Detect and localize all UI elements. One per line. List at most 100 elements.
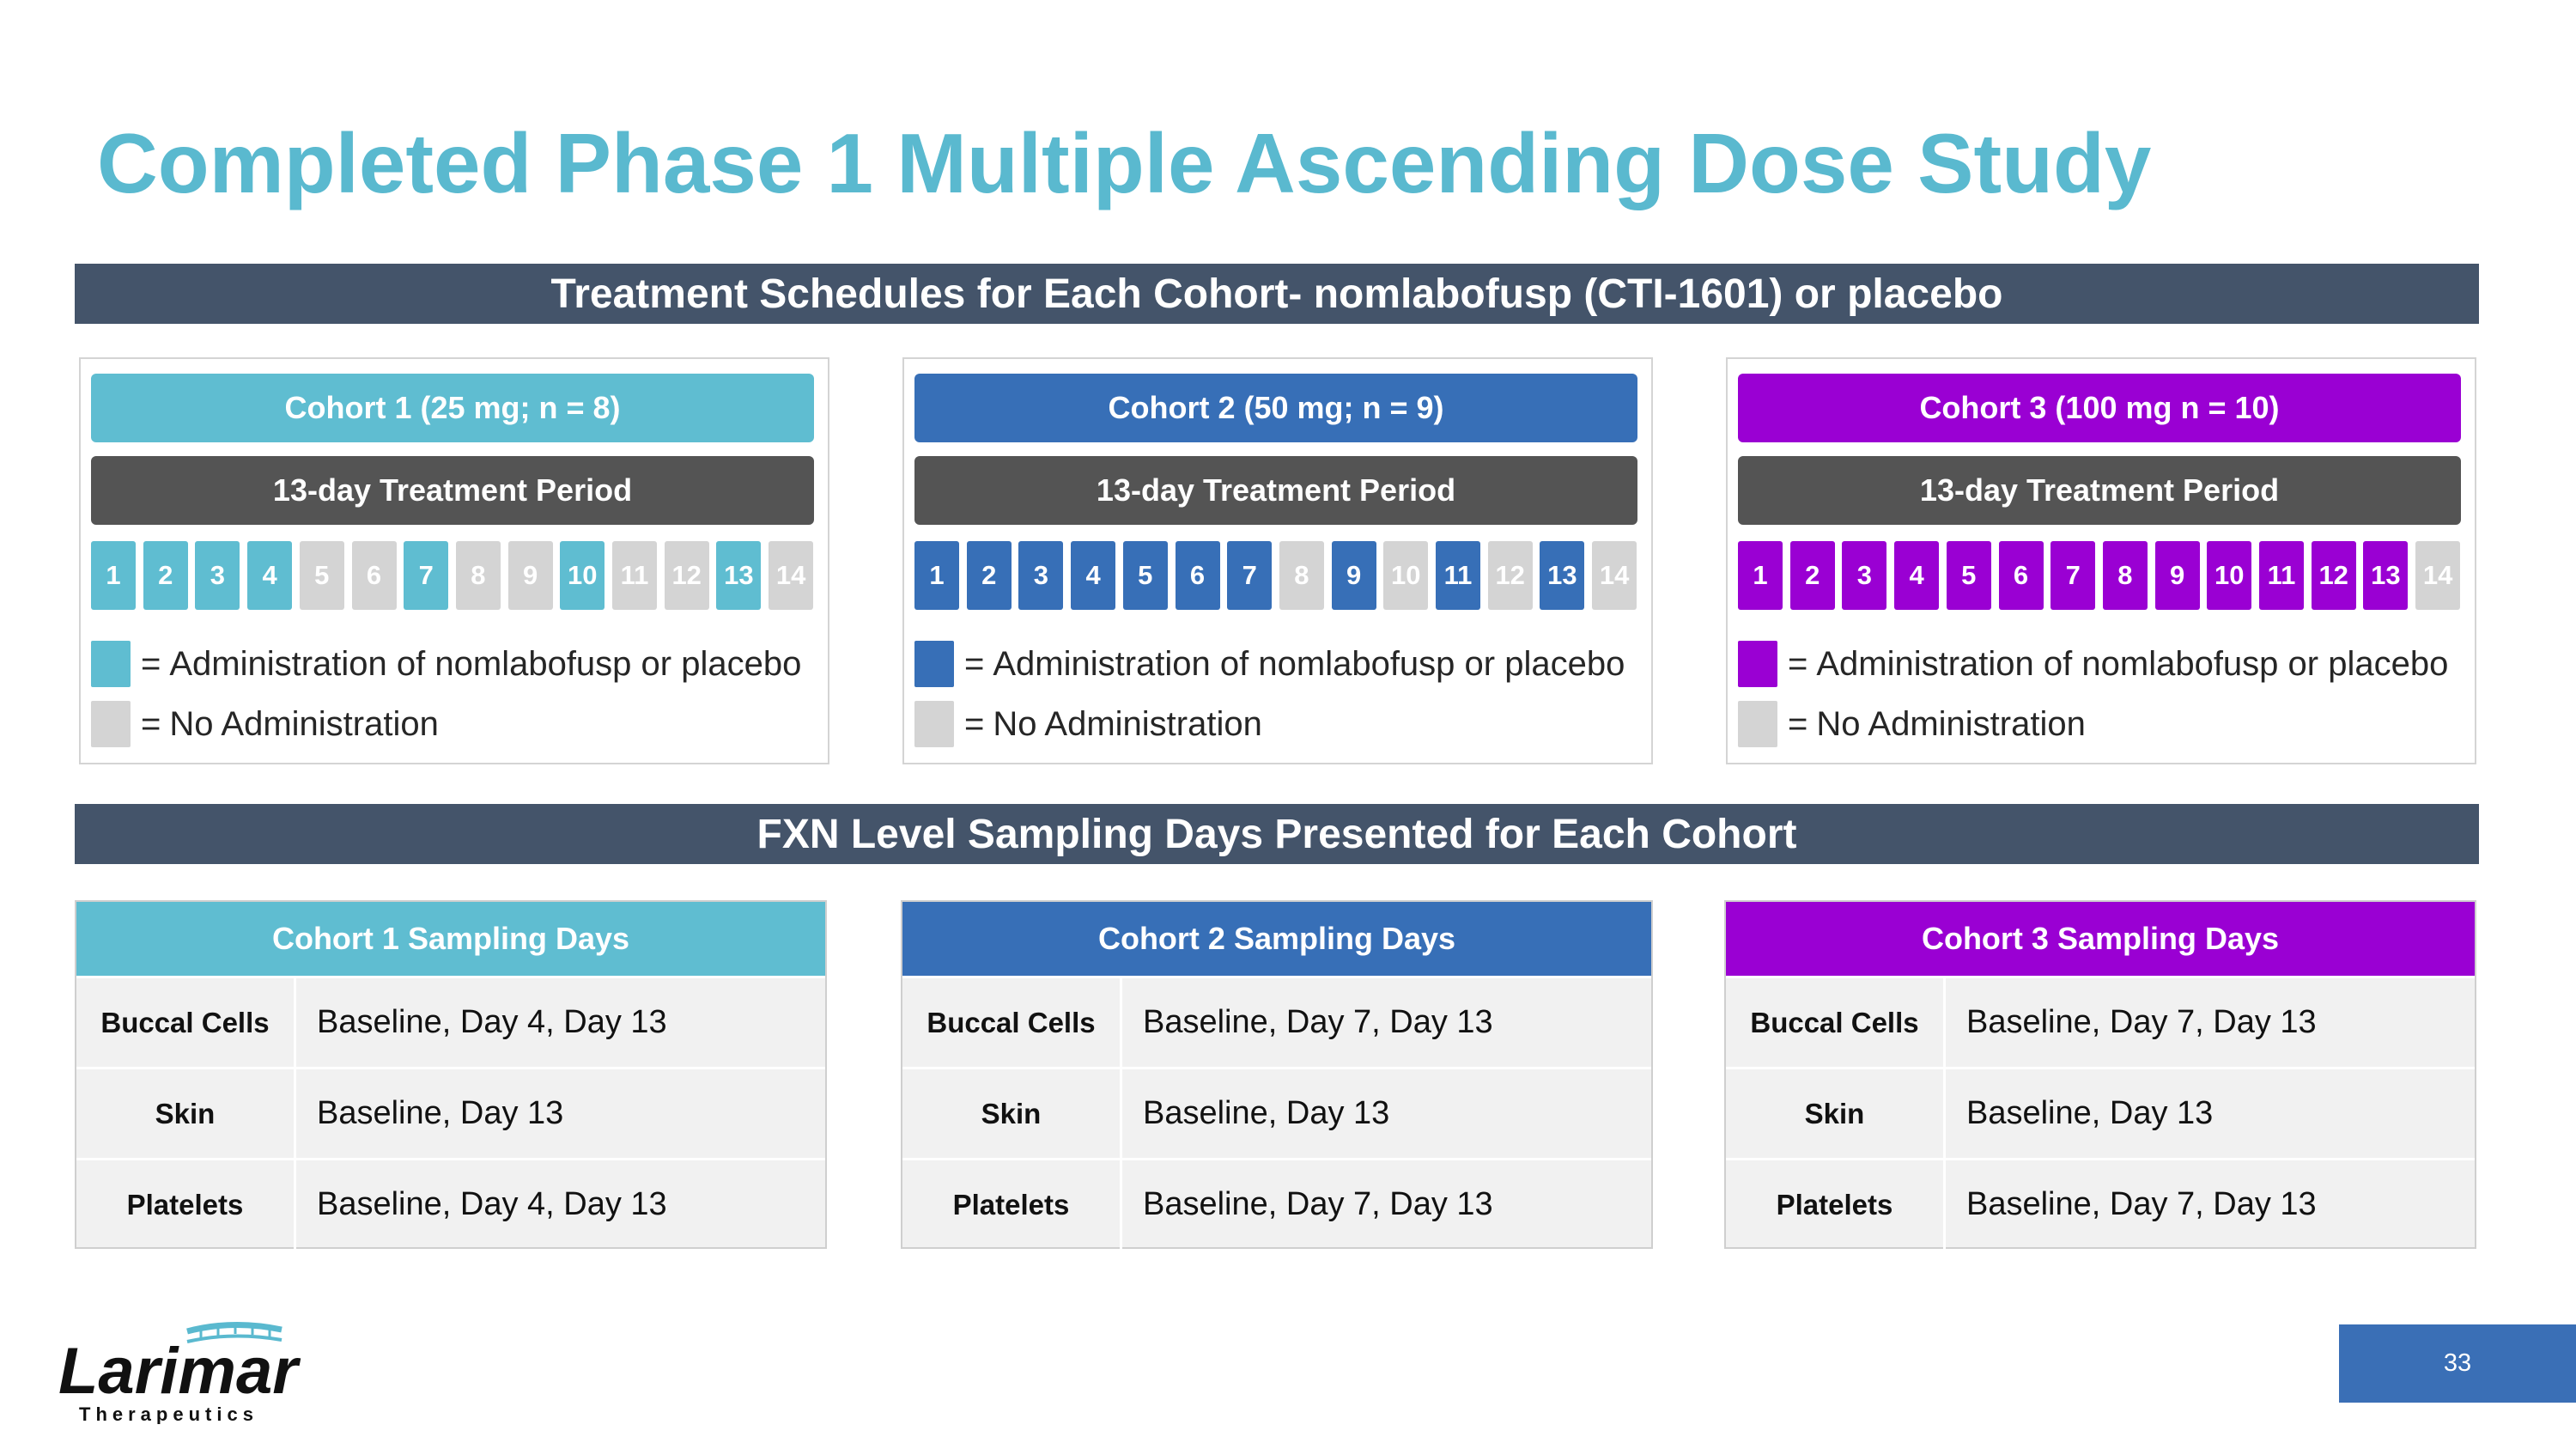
table-row: Platelets Baseline, Day 7, Day 13 [902,1158,1651,1249]
no-admin-swatch [1738,701,1777,747]
equals-sign: = [964,704,985,743]
cohort-2-sampling-table: Cohort 2 Sampling Days Buccal Cells Base… [901,900,1653,1249]
cohort-1-panel: Cohort 1 (25 mg; n = 8) 13-day Treatment… [79,357,829,764]
day-cell-4: 4 [247,541,293,610]
table-row: Platelets Baseline, Day 4, Day 13 [76,1158,825,1249]
legend-no-admin-label: No Administration [1816,704,2086,743]
day-cell-4: 4 [1894,541,1940,610]
legend-no-admin: = No Administration [91,701,439,747]
sample-type-label: Buccal Cells [902,978,1122,1067]
day-cell-2: 2 [1789,541,1835,610]
sample-type-label: Skin [1726,1069,1946,1158]
sampling-table-header: Cohort 1 Sampling Days [76,902,825,976]
sample-days-value: Baseline, Day 7, Day 13 [1143,1004,1493,1040]
table-row: Platelets Baseline, Day 7, Day 13 [1726,1158,2475,1249]
sample-days-value: Baseline, Day 4, Day 13 [317,1186,667,1222]
equals-sign: = [141,704,161,743]
day-cell-12: 12 [1487,541,1533,610]
day-cell-13: 13 [2363,541,2409,610]
day-cell-3: 3 [1842,541,1887,610]
admin-swatch [1738,641,1777,687]
day-cell-14: 14 [2415,541,2461,610]
legend-admin: = Administration of nomlabofusp or place… [1738,641,2448,687]
legend-admin: = Administration of nomlabofusp or place… [91,641,801,687]
sample-type-label: Buccal Cells [1726,978,1946,1067]
equals-sign: = [141,644,161,683]
equals-sign: = [964,644,985,683]
day-cell-7: 7 [404,541,449,610]
day-cell-14: 14 [1592,541,1637,610]
no-admin-swatch [914,701,954,747]
cohort-3-header: Cohort 3 (100 mg n = 10) [1738,374,2461,442]
admin-swatch [914,641,954,687]
equals-sign: = [1788,644,1808,683]
table-row: Buccal Cells Baseline, Day 7, Day 13 [902,976,1651,1067]
day-cell-6: 6 [1175,541,1220,610]
cohort-1-header: Cohort 1 (25 mg; n = 8) [91,374,814,442]
day-cell-2: 2 [143,541,188,610]
table-row: Skin Baseline, Day 13 [1726,1067,2475,1158]
day-cell-6: 6 [351,541,397,610]
treatment-period-header: 13-day Treatment Period [91,456,814,525]
sampling-table-header: Cohort 3 Sampling Days [1726,902,2475,976]
day-cell-10: 10 [1383,541,1429,610]
day-cell-10: 10 [2207,541,2252,610]
day-cell-12: 12 [2311,541,2356,610]
day-cell-9: 9 [507,541,553,610]
legend-admin: = Administration of nomlabofusp or place… [914,641,1625,687]
treatment-schedules-header: Treatment Schedules for Each Cohort- nom… [75,264,2479,324]
day-cell-8: 8 [455,541,501,610]
day-cell-1: 1 [914,541,959,610]
sample-days-value: Baseline, Day 4, Day 13 [317,1004,667,1040]
day-cell-9: 9 [2154,541,2200,610]
sample-type-label: Platelets [902,1160,1122,1249]
legend-no-admin-label: No Administration [169,704,439,743]
svg-text:Larimar: Larimar [58,1335,301,1408]
cohort-2-panel: Cohort 2 (50 mg; n = 9) 13-day Treatment… [902,357,1653,764]
day-cell-1: 1 [91,541,136,610]
day-cell-3: 3 [1018,541,1064,610]
day-cell-11: 11 [612,541,657,610]
sample-days-value: Baseline, Day 7, Day 13 [1966,1186,2317,1222]
legend-no-admin: = No Administration [1738,701,2086,747]
company-logo: Larimar Therapeutics [57,1321,314,1425]
day-cell-13: 13 [716,541,762,610]
no-admin-swatch [91,701,131,747]
day-cell-14: 14 [769,541,814,610]
day-cell-12: 12 [664,541,709,610]
sampling-table-header: Cohort 2 Sampling Days [902,902,1651,976]
cohort-1-sampling-table: Cohort 1 Sampling Days Buccal Cells Base… [75,900,827,1249]
equals-sign: = [1788,704,1808,743]
sample-type-label: Skin [76,1069,296,1158]
table-row: Skin Baseline, Day 13 [76,1067,825,1158]
sampling-days-header: FXN Level Sampling Days Presented for Ea… [75,804,2479,864]
treatment-period-header: 13-day Treatment Period [1738,456,2461,525]
sample-type-label: Platelets [1726,1160,1946,1249]
day-cell-5: 5 [1946,541,1991,610]
table-row: Buccal Cells Baseline, Day 4, Day 13 [76,976,825,1067]
sample-days-value: Baseline, Day 7, Day 13 [1143,1186,1493,1222]
sample-days-value: Baseline, Day 13 [1143,1095,1390,1131]
table-row: Skin Baseline, Day 13 [902,1067,1651,1158]
legend-admin-label: Administration of nomlabofusp or placebo [993,644,1625,683]
page-title: Completed Phase 1 Multiple Ascending Dos… [97,116,2152,210]
day-cell-11: 11 [1436,541,1480,610]
sample-days-value: Baseline, Day 13 [1966,1095,2214,1131]
day-cell-11: 11 [2259,541,2304,610]
table-row: Buccal Cells Baseline, Day 7, Day 13 [1726,976,2475,1067]
legend-no-admin: = No Administration [914,701,1262,747]
day-cell-1: 1 [1738,541,1783,610]
sample-days-value: Baseline, Day 13 [317,1095,564,1131]
sample-type-label: Platelets [76,1160,296,1249]
page-number: 33 [2339,1324,2576,1403]
svg-text:Therapeutics: Therapeutics [79,1403,258,1424]
day-cell-8: 8 [2102,541,2148,610]
day-cell-5: 5 [299,541,344,610]
legend-no-admin-label: No Administration [993,704,1262,743]
sample-type-label: Buccal Cells [76,978,296,1067]
day-cell-9: 9 [1331,541,1376,610]
legend-admin-label: Administration of nomlabofusp or placebo [1816,644,2449,683]
